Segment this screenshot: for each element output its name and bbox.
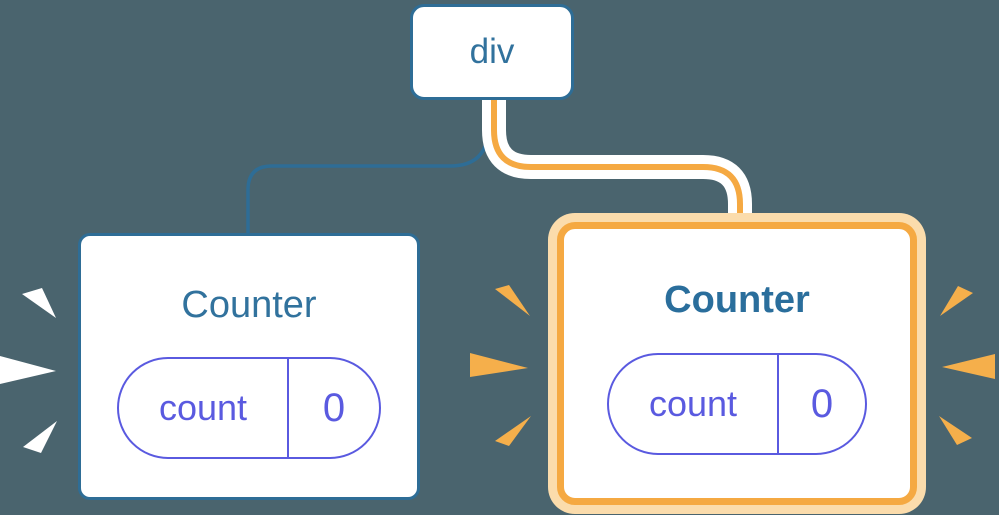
edge-root-to-left-counter xyxy=(246,96,490,240)
state-key: count xyxy=(119,359,289,457)
state-value: 0 xyxy=(322,385,346,430)
state-key: count xyxy=(609,355,779,453)
counter-card-right-highlighted: Counter count 0 xyxy=(557,222,917,505)
state-pill: count 0 xyxy=(117,357,381,459)
left-sparks xyxy=(0,288,57,453)
counter-title: Counter xyxy=(664,279,810,321)
spark-icon xyxy=(22,288,56,318)
counter-title: Counter xyxy=(181,284,317,326)
spark-icon xyxy=(940,286,973,316)
spark-icon xyxy=(942,354,995,379)
edge-root-to-right-counter xyxy=(491,98,743,230)
state-pill: count 0 xyxy=(607,353,867,455)
root-node-label: div xyxy=(469,32,515,71)
spark-icon xyxy=(23,421,57,453)
state-value: 0 xyxy=(810,381,834,426)
spark-icon xyxy=(470,353,528,377)
right-sparks xyxy=(939,286,995,445)
root-node-div: div xyxy=(410,4,574,100)
spark-icon xyxy=(495,285,530,316)
spark-icon xyxy=(495,416,531,446)
middle-sparks xyxy=(470,285,531,446)
spark-icon xyxy=(0,356,56,384)
spark-icon xyxy=(939,416,972,445)
counter-card-left: Counter count 0 xyxy=(78,233,420,500)
